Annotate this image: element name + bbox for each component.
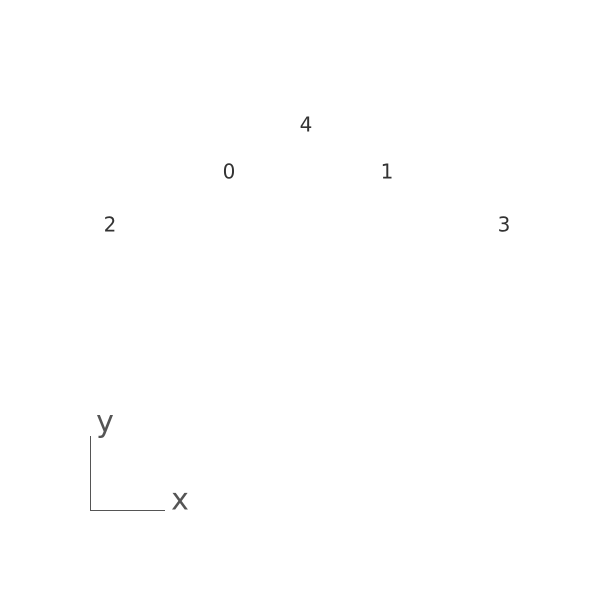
x-axis-label: x bbox=[171, 483, 189, 518]
y-axis-label: y bbox=[96, 405, 114, 440]
node-labels: 0 1 2 3 4 bbox=[104, 113, 511, 237]
node-label-1: 1 bbox=[381, 160, 394, 184]
node-label-2: 2 bbox=[104, 213, 117, 237]
node-label-4: 4 bbox=[300, 113, 313, 137]
node-label-3: 3 bbox=[498, 213, 511, 237]
axis-indicator: y x bbox=[90, 405, 189, 518]
node-label-0: 0 bbox=[223, 160, 236, 184]
